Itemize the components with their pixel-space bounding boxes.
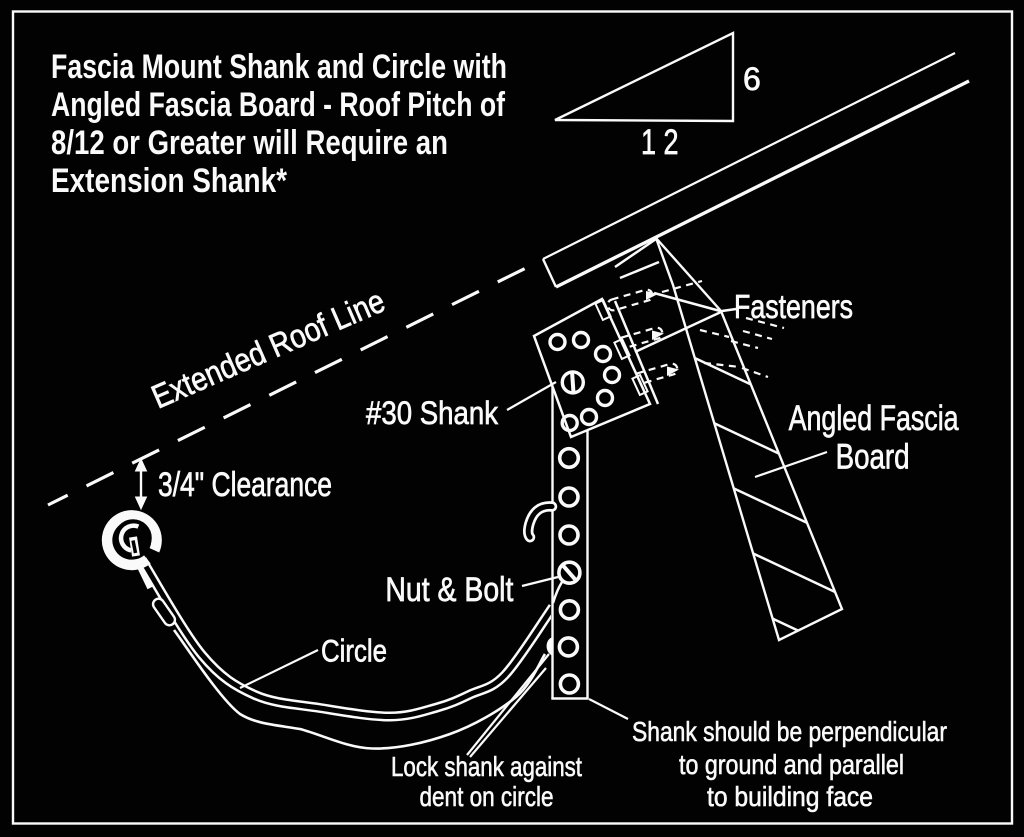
svg-text:Board: Board <box>836 437 910 476</box>
svg-text:Fascia Mount Shank and Circle: Fascia Mount Shank and Circle with <box>51 48 507 86</box>
svg-text:dent on circle: dent on circle <box>420 781 554 812</box>
svg-text:Circle: Circle <box>321 633 387 669</box>
svg-text:Angled Fascia Board - Roof Pit: Angled Fascia Board - Roof Pitch of <box>51 86 506 124</box>
svg-text:to building face: to building face <box>707 781 873 812</box>
svg-text:Nut & Bolt: Nut & Bolt <box>385 571 513 609</box>
svg-text:6: 6 <box>743 61 761 97</box>
svg-text:#30 Shank: #30 Shank <box>366 395 499 431</box>
svg-text:3/4" Clearance: 3/4" Clearance <box>158 466 332 504</box>
svg-text:8/12 or Greater will Require a: 8/12 or Greater will Require an <box>51 124 448 162</box>
svg-text:Shank should be perpendicular: Shank should be perpendicular <box>632 716 947 747</box>
svg-text:Angled Fascia: Angled Fascia <box>789 399 959 438</box>
svg-text:Fasteners: Fasteners <box>734 288 853 325</box>
svg-text:1 2: 1 2 <box>641 123 679 162</box>
svg-text:Extension Shank*: Extension Shank* <box>51 162 288 200</box>
svg-text:Lock shank against: Lock shank against <box>391 751 582 782</box>
svg-text:to ground and parallel: to ground and parallel <box>679 749 904 780</box>
